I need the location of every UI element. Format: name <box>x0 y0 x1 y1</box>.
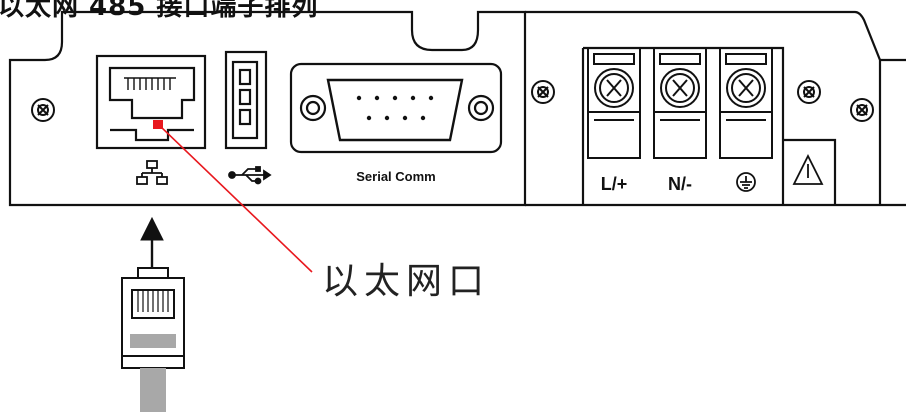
screw-icon <box>850 98 874 122</box>
serial-label: Serial Comm <box>356 169 435 184</box>
arrow-up-icon <box>140 216 164 268</box>
callout-line <box>159 125 313 273</box>
live-label: L/+ <box>601 174 628 194</box>
terminal-blocks <box>587 47 773 159</box>
usb-port <box>224 50 268 150</box>
terminal-live <box>587 47 641 159</box>
terminal-neutral <box>653 47 707 159</box>
ethernet-port <box>95 54 207 150</box>
cable-cord <box>140 368 166 412</box>
enclosure-outline <box>8 10 527 207</box>
serial-pins <box>356 95 434 121</box>
screw-icon <box>797 80 821 104</box>
warning-triangle-icon <box>792 153 824 185</box>
earth-ground-icon <box>736 172 756 192</box>
ethernet-cable <box>121 267 185 369</box>
screw-icon <box>531 80 555 104</box>
network-icon <box>136 160 168 185</box>
terminal-ground <box>719 47 773 159</box>
screw-icons <box>31 80 874 122</box>
ethernet-callout-label: 以太网口 <box>322 261 491 302</box>
screw-icon <box>31 98 55 122</box>
serial-port <box>289 62 503 154</box>
terminal-section <box>525 10 906 207</box>
callout-anchor <box>153 120 163 129</box>
usb-icon <box>228 166 272 185</box>
neutral-label: N/- <box>668 174 692 194</box>
terminal-frame <box>581 46 837 205</box>
